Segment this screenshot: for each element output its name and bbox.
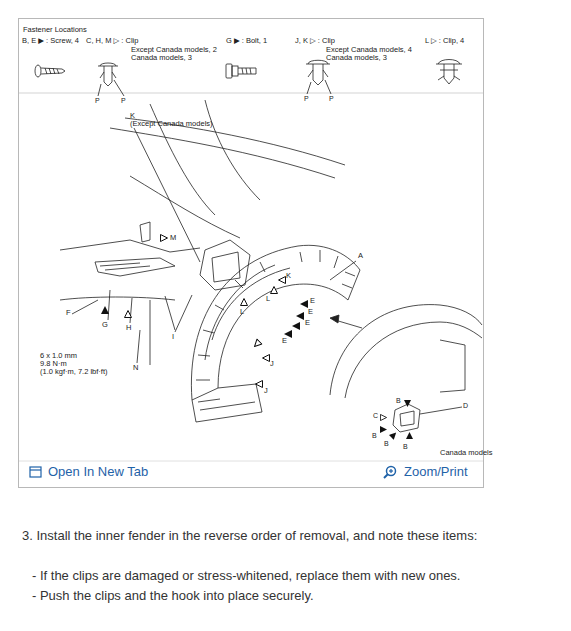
callout-letter: B [396, 397, 401, 405]
callout-letter: K [130, 112, 135, 120]
callout-letter: M [170, 234, 176, 242]
fastener-legend: G ▶ : Bolt, 1 [226, 37, 267, 45]
callout-letter: A [358, 252, 363, 260]
callout-letter: P [121, 97, 126, 105]
callout-letter: C [373, 412, 378, 420]
fastener-legend: Except Canada models, 2 [131, 46, 217, 54]
fastener-legend: B, E ▶ : Screw, 4 [22, 37, 79, 45]
figure-heading: Fastener Locations [23, 25, 483, 34]
torque-spec: 9.8 N·m [40, 360, 67, 368]
callout-letter: P [304, 95, 309, 103]
instruction-note: - If the clips are damaged or stress-whi… [32, 568, 461, 585]
fastener-legend: Canada models, 3 [326, 54, 387, 62]
callout-letter: B [403, 443, 408, 451]
instruction-note: - Push the clips and the hook into place… [32, 588, 314, 605]
callout-letter: E [308, 308, 313, 316]
fastener-legend: C, H, M ▷ : Clip [86, 37, 138, 45]
torque-spec: 6 x 1.0 mm [40, 352, 77, 360]
fastener-legend: L ▷ : Clip, 4 [425, 37, 464, 45]
callout-letter: N [133, 364, 138, 372]
link-button: Zoom/Print [404, 465, 468, 479]
callout-letter: E [282, 337, 287, 345]
fastener-legend: J, K ▷ : Clip [295, 37, 335, 45]
torque-spec: (1.0 kgf·m, 7.2 lbf·ft) [40, 368, 108, 376]
callout-note: Canada models [440, 449, 493, 457]
fastener-legend: Canada models, 3 [131, 54, 192, 62]
callout-letter: B [384, 440, 389, 448]
callout-letter: E [310, 297, 315, 305]
link-button: Open In New Tab [48, 465, 148, 479]
callout-letter: J [264, 387, 268, 395]
fastener-legend: Except Canada models, 4 [326, 46, 412, 54]
callout-note: (Except Canada models) [130, 120, 213, 128]
figure-frame: Fastener Locations [18, 18, 484, 488]
callout-letter: D [463, 402, 468, 410]
callout-letter: G [102, 321, 108, 329]
callout-letter: P [329, 95, 334, 103]
callout-letter: I [172, 333, 174, 341]
callout-letter: L [240, 308, 244, 316]
callout-letter: J [270, 360, 274, 368]
callout-letter: E [305, 319, 310, 327]
callout-letter: L [266, 295, 270, 303]
callout-letter: H [126, 324, 131, 332]
instruction-step: 3. Install the inner fender in the rever… [22, 528, 477, 545]
callout-letter: P [95, 97, 100, 105]
callout-letter: K [286, 272, 291, 280]
callout-letter: B [372, 432, 377, 440]
callout-letter: F [66, 309, 71, 317]
